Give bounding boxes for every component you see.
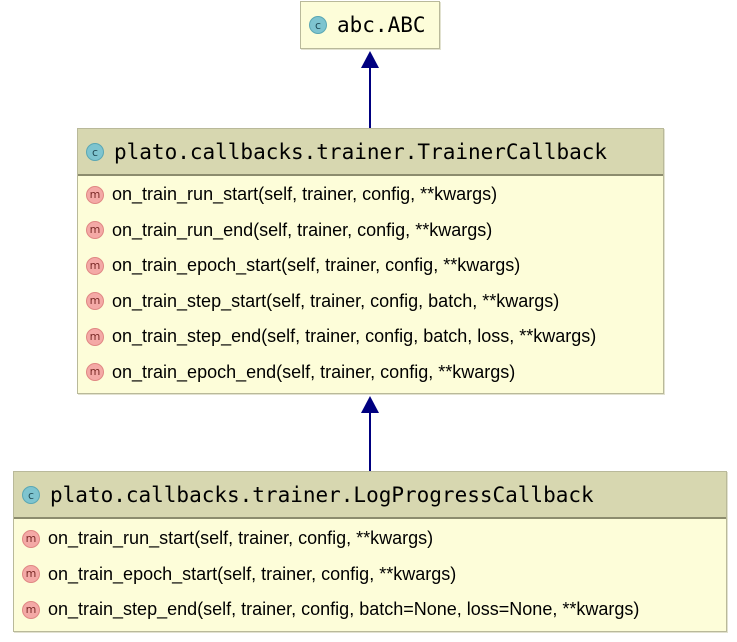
method-item[interactable]: m on_train_epoch_start(self, trainer, co… [14,557,726,593]
method-icon: m [86,327,104,346]
method-item[interactable]: m on_train_run_end(self, trainer, config… [78,213,663,249]
class-icon: c [309,16,327,34]
method-icon: m [22,529,40,548]
method-signature: on_train_epoch_start(self, trainer, conf… [48,563,457,584]
method-signature: on_train_run_start(self, trainer, config… [112,184,498,205]
method-item[interactable]: m on_train_run_start(self, trainer, conf… [14,521,726,557]
inheritance-arrow-logprogress-to-trainercallback [361,396,379,471]
method-signature: on_train_run_end(self, trainer, config, … [112,219,493,240]
method-icon: m [22,600,40,619]
class-header: c plato.callbacks.trainer.LogProgressCal… [14,472,726,519]
method-icon: m [86,185,104,204]
method-item[interactable]: m on_train_step_end(self, trainer, confi… [14,592,726,628]
method-signature: on_train_run_start(self, trainer, config… [48,528,434,549]
method-item[interactable]: m on_train_run_start(self, trainer, conf… [78,177,663,213]
method-icon: m [22,565,40,584]
method-signature: on_train_step_end(self, trainer, config,… [48,599,640,620]
method-signature: on_train_epoch_start(self, trainer, conf… [112,255,521,276]
method-item[interactable]: m on_train_step_end(self, trainer, confi… [78,319,663,355]
method-icon: m [86,292,104,311]
class-box-log-progress-callback[interactable]: c plato.callbacks.trainer.LogProgressCal… [13,471,727,632]
method-signature: on_train_step_end(self, trainer, config,… [112,326,597,347]
method-icon: m [86,221,104,240]
class-box-abc[interactable]: c abc.ABC [300,1,440,49]
method-list: m on_train_run_start(self, trainer, conf… [78,176,663,390]
class-name: abc.ABC [337,13,426,37]
method-signature: on_train_step_start(self, trainer, confi… [112,290,560,311]
method-icon: m [86,256,104,275]
arrowhead-icon [361,51,379,68]
method-list: m on_train_run_start(self, trainer, conf… [14,519,726,628]
class-icon: c [86,142,104,161]
class-header: c plato.callbacks.trainer.TrainerCallbac… [78,129,663,176]
method-item[interactable]: m on_train_epoch_end(self, trainer, conf… [78,355,663,391]
method-item[interactable]: m on_train_epoch_start(self, trainer, co… [78,248,663,284]
method-signature: on_train_epoch_end(self, trainer, config… [112,361,516,382]
method-item[interactable]: m on_train_step_start(self, trainer, con… [78,284,663,320]
method-icon: m [86,363,104,382]
arrowhead-icon [361,396,379,413]
class-name: plato.callbacks.trainer.TrainerCallback [114,139,608,164]
class-header: c abc.ABC [301,2,439,48]
class-box-trainer-callback[interactable]: c plato.callbacks.trainer.TrainerCallbac… [77,128,664,394]
inheritance-arrow-trainercallback-to-abc [361,51,379,128]
class-icon: c [22,485,40,504]
class-name: plato.callbacks.trainer.LogProgressCallb… [50,482,594,507]
